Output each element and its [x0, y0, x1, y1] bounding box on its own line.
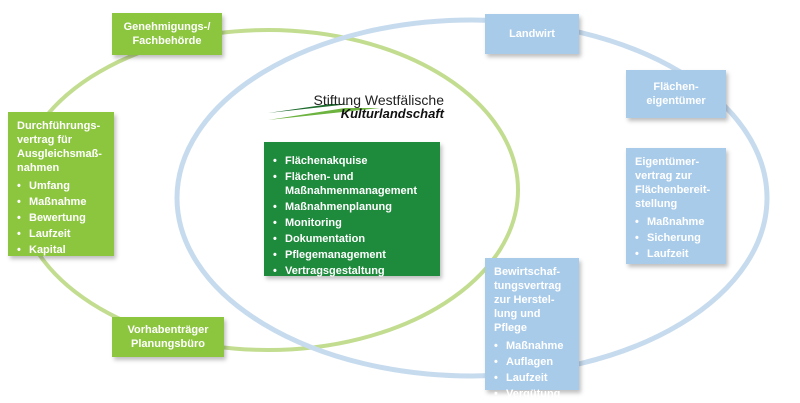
foundation-services-list: Flächenakquise Flächen- und Maßnahmenman… [273, 154, 431, 278]
logo-line-2: Kulturlandschaft [340, 106, 444, 121]
service-item: Flächenakquise [273, 154, 431, 168]
management-contract-list: Maßnahme Auflagen Laufzeit Vergütung [494, 339, 570, 401]
blue-ring [174, 17, 770, 379]
implementation-contract-box: Durchführungs- vertrag für Ausgleichsmaß… [8, 112, 114, 257]
service-item: Maßnahmenplanung [273, 200, 431, 214]
service-item: Monitoring [273, 216, 431, 230]
farmer-box: Landwirt [485, 14, 579, 54]
contract-item: Maßnahme [635, 215, 717, 229]
management-contract-title: Bewirtschaf- tungsvertrag zur Herstel- l… [494, 266, 562, 334]
contract-item: Vergütung [494, 387, 570, 401]
contract-item: Laufzeit [635, 247, 717, 261]
contract-item: Laufzeit [494, 371, 570, 385]
foundation-services-box: Flächenakquise Flächen- und Maßnahmenman… [264, 142, 440, 278]
service-item: Pflegemanagement [273, 248, 431, 262]
contract-item: Maßnahme [494, 339, 570, 353]
land-owner-box: Flächen- eigentümer [626, 70, 726, 118]
service-item: Flächen- und Maßnahmenmanagement [273, 170, 431, 198]
logo-swoosh-dark [268, 104, 350, 113]
management-contract-box: Bewirtschaf- tungsvertrag zur Herstel- l… [485, 258, 579, 401]
contract-item: Sicherung [635, 231, 717, 245]
logo-swoosh-light [268, 108, 380, 120]
owner-contract-title: Eigentümer- vertrag zur Flächenbereit- s… [635, 156, 711, 210]
implementation-contract-list: Umfang Maßnahme Bewertung Laufzeit Kapit… [17, 179, 105, 257]
owner-contract-list: Maßnahme Sicherung Laufzeit [635, 215, 717, 261]
logo-line-1: Stiftung Westfälische [313, 92, 444, 108]
contract-item: Auflagen [494, 355, 570, 369]
contract-item: Kapital [17, 243, 105, 257]
project-sponsor-box: Vorhabenträger Planungsbüro [112, 317, 224, 357]
contract-item: Bewertung [17, 211, 105, 225]
owner-contract-box: Eigentümer- vertrag zur Flächenbereit- s… [626, 148, 726, 264]
service-item: Vertragsgestaltung [273, 264, 431, 278]
contract-item: Umfang [17, 179, 105, 193]
approval-authority-box: Genehmigungs-/ Fachbehörde [112, 13, 222, 55]
contract-item: Laufzeit [17, 227, 105, 241]
service-item: Dokumentation [273, 232, 431, 246]
foundation-logo: Stiftung Westfälische Kulturlandschaft [264, 92, 444, 126]
contract-item: Maßnahme [17, 195, 105, 209]
implementation-contract-title: Durchführungs- vertrag für Ausgleichsmaß… [17, 120, 102, 174]
